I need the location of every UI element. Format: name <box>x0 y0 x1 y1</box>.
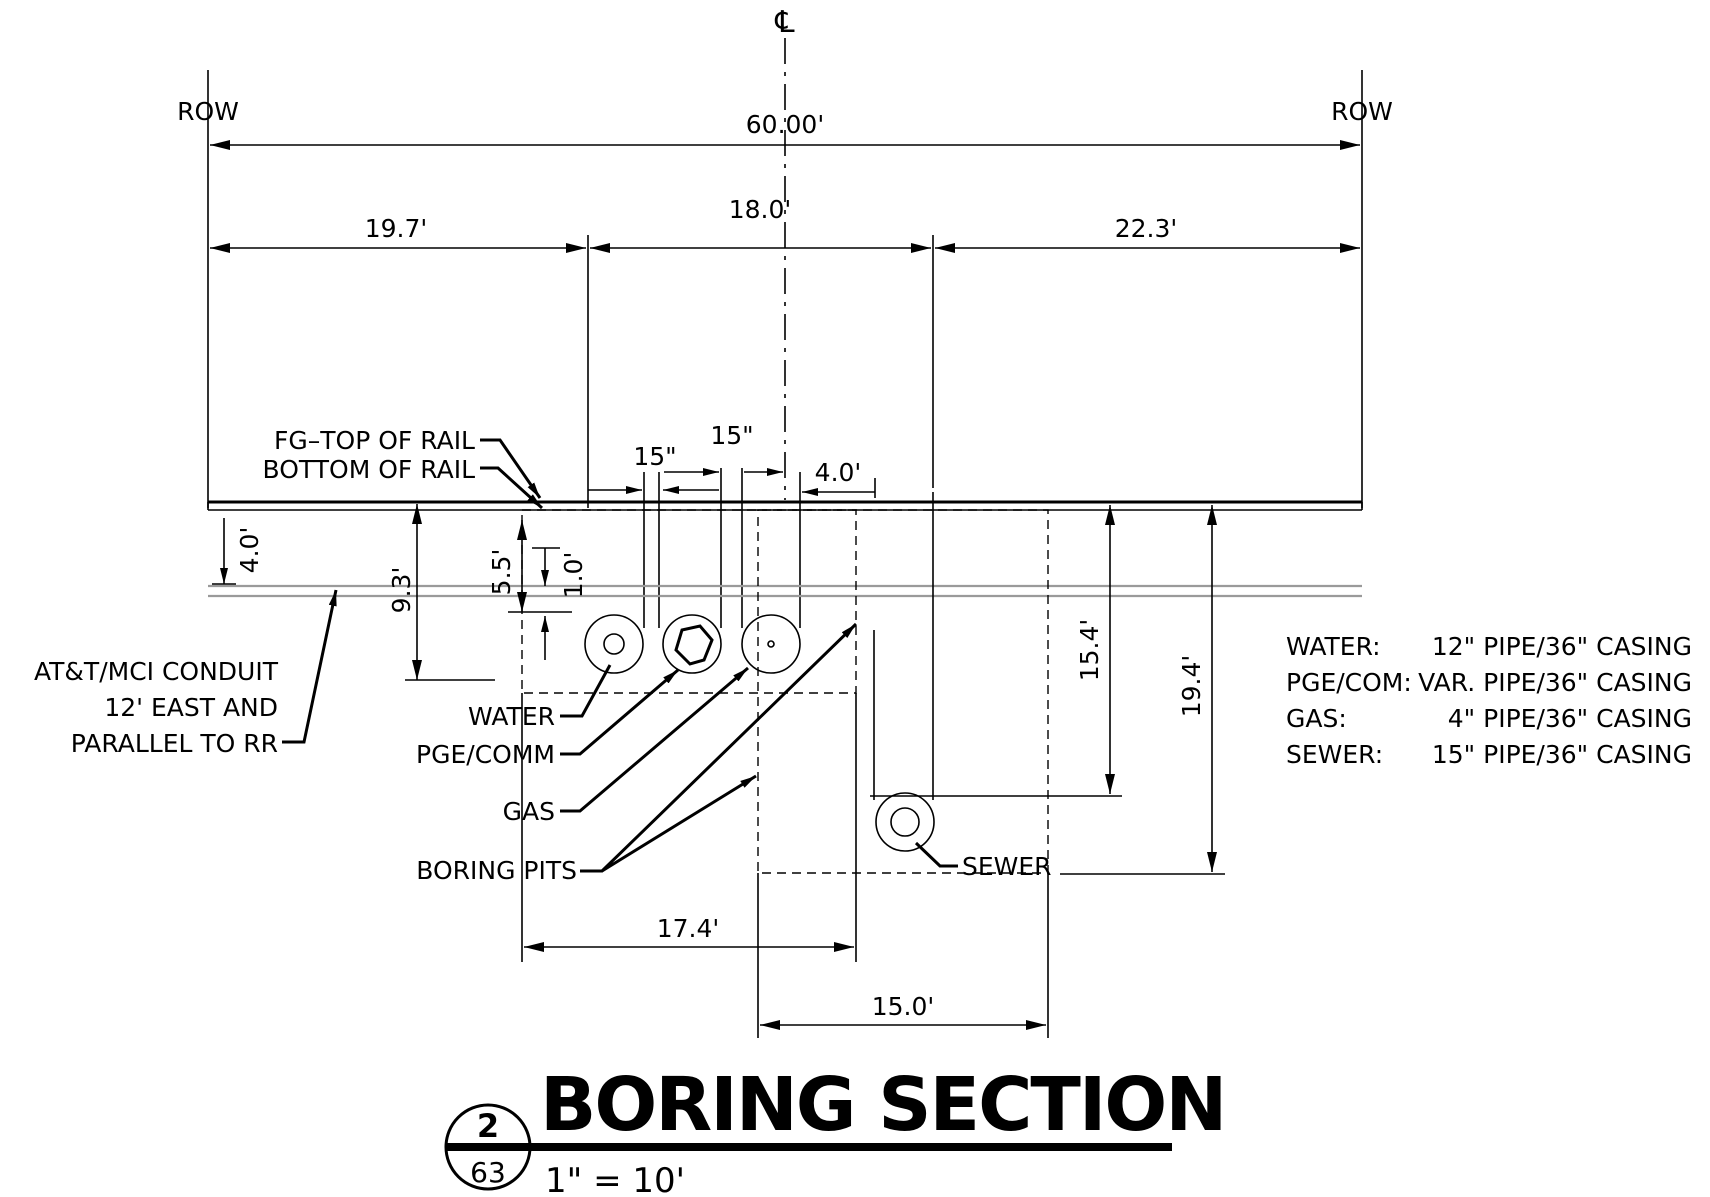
conduit-label: AT&T/MCI CONDUIT 12' EAST AND PARALLEL T… <box>34 589 338 758</box>
dim-middle-width: 18.0' <box>729 195 792 224</box>
dim-total-width: 60.00' <box>210 110 1360 150</box>
depth-dims-left: 4.0' 9.3' 5.5' 1.0' <box>212 504 588 681</box>
sewer-pipe-icon <box>875 792 935 852</box>
row-label-right: ROW <box>1331 97 1393 126</box>
legend: WATER: 12" PIPE/36" CASING PGE/COM:VAR. PI… <box>1286 632 1692 769</box>
dim-pit-depth: 19.4' <box>1177 655 1206 718</box>
boring-pits-label: BORING PITS <box>416 856 577 885</box>
centerline-symbol: ℄ <box>774 5 794 40</box>
sheet-number: 63 <box>470 1156 506 1189</box>
water-pipe-icon <box>584 614 644 674</box>
top-of-rail-label: FG–TOP OF RAIL <box>274 426 475 455</box>
pge-comm-label: PGE/COMM <box>416 740 555 769</box>
dim-pipe-clearance: 1.0' <box>559 552 588 599</box>
dim-spacing-b: 15" <box>710 421 753 450</box>
gas-label: GAS <box>503 797 555 826</box>
dim-left-offset: 19.7' <box>365 214 428 243</box>
row-label-left: ROW <box>177 97 239 126</box>
dim-offset-cl: 4.0' <box>815 458 862 487</box>
dim-pit-width-b: 15.0' <box>872 992 935 1021</box>
legend-name: GAS: <box>1286 704 1347 733</box>
dim-rail-to-pipe: 5.5' <box>487 549 516 596</box>
conduit-line <box>208 584 1362 598</box>
conduit-label-line2: 12' EAST AND <box>104 693 278 722</box>
drawing-title: BORING SECTION <box>540 1062 1225 1148</box>
legend-name: WATER: <box>1286 632 1381 661</box>
rail <box>207 500 1363 511</box>
boring-pits <box>521 509 1049 874</box>
conduit-label-line3: PARALLEL TO RR <box>71 729 278 758</box>
water-label: WATER <box>468 702 555 731</box>
pipes <box>584 614 935 852</box>
row-lines: ROW ROW <box>177 70 1393 508</box>
sewer-label: SEWER <box>962 852 1052 881</box>
pipe-labels: WATER PGE/COMM GAS BORING PITS SEWER <box>416 622 1052 885</box>
legend-name: PGE/COM: <box>1286 668 1412 697</box>
legend-desc: 4" PIPE/36" CASING <box>1448 704 1692 733</box>
legend-desc: VAR. PIPE/36" CASING <box>1418 668 1692 697</box>
dim-bottom-depth: 9.3' <box>387 567 416 614</box>
dim-sewer-depth: 15.4' <box>1075 619 1104 682</box>
title-block: 2 63 BORING SECTION 1" = 10' <box>444 1062 1227 1197</box>
dim-spacing-a: 15" <box>633 442 676 471</box>
pipe-spacing-dims: 15" 15" 4.0' <box>588 421 876 628</box>
depth-dims-right: 15.4' 19.4' <box>1060 505 1225 875</box>
dim-total-width-value: 60.00' <box>746 110 824 139</box>
rail-labels: FG–TOP OF RAIL BOTTOM OF RAIL <box>263 426 544 510</box>
legend-desc: 12" PIPE/36" CASING <box>1432 632 1692 661</box>
bottom-of-rail-label: BOTTOM OF RAIL <box>263 455 476 484</box>
dim-right-offset: 22.3' <box>1115 214 1178 243</box>
pge-comm-pipe-icon <box>662 614 722 674</box>
dim-offsets: 19.7' 18.0' 22.3' <box>210 195 1360 508</box>
dim-conduit-depth: 4.0' <box>235 527 264 574</box>
pit-width-dims: 17.4' 15.0' <box>521 693 1049 1038</box>
conduit-label-line1: AT&T/MCI CONDUIT <box>34 657 279 686</box>
centerline: ℄ <box>774 5 795 500</box>
section-number: 2 <box>477 1107 499 1145</box>
legend-desc: 15" PIPE/36" CASING <box>1432 740 1692 769</box>
legend-name: SEWER: <box>1286 740 1383 769</box>
drawing-scale: 1" = 10' <box>545 1161 685 1197</box>
dim-pit-width-a: 17.4' <box>657 914 720 943</box>
gas-pipe-icon <box>741 614 801 674</box>
